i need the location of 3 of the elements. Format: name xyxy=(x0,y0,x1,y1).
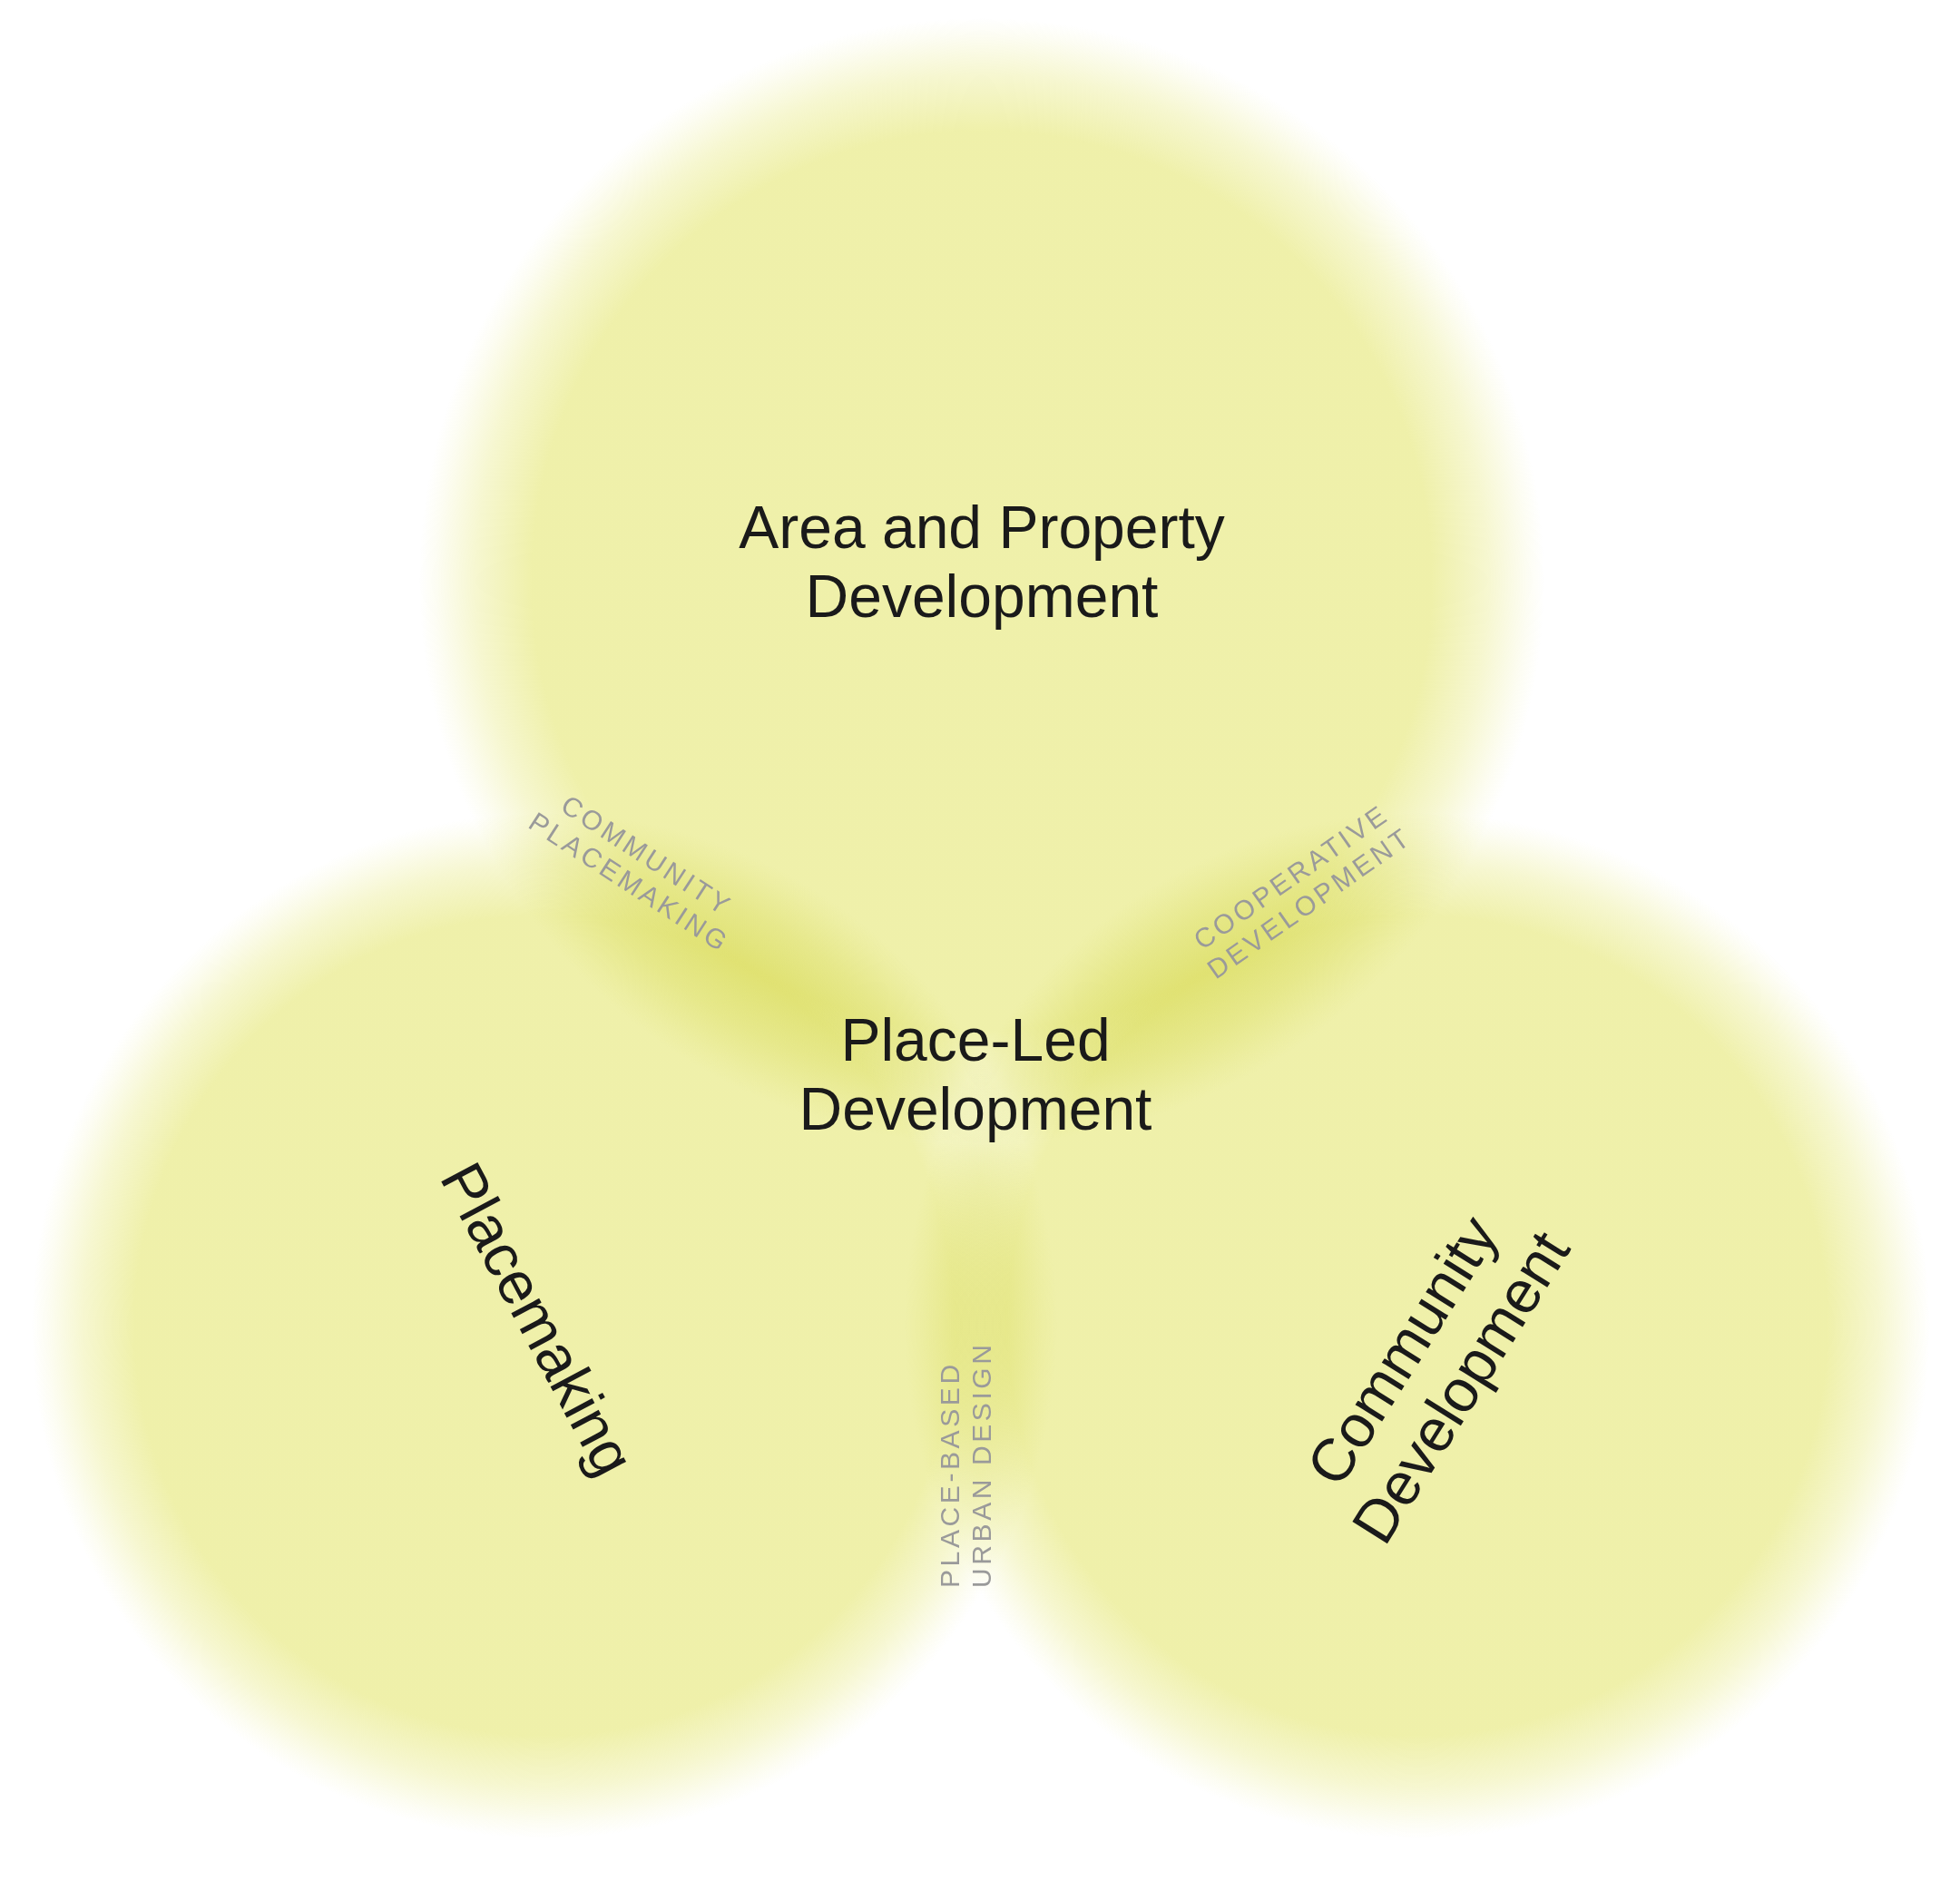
center-title: Place-Led Development xyxy=(798,1006,1153,1144)
overlap-label: PLACE-BASED URBAN DESIGN xyxy=(934,1340,996,1588)
circle-title: Area and Property Development xyxy=(738,494,1226,632)
